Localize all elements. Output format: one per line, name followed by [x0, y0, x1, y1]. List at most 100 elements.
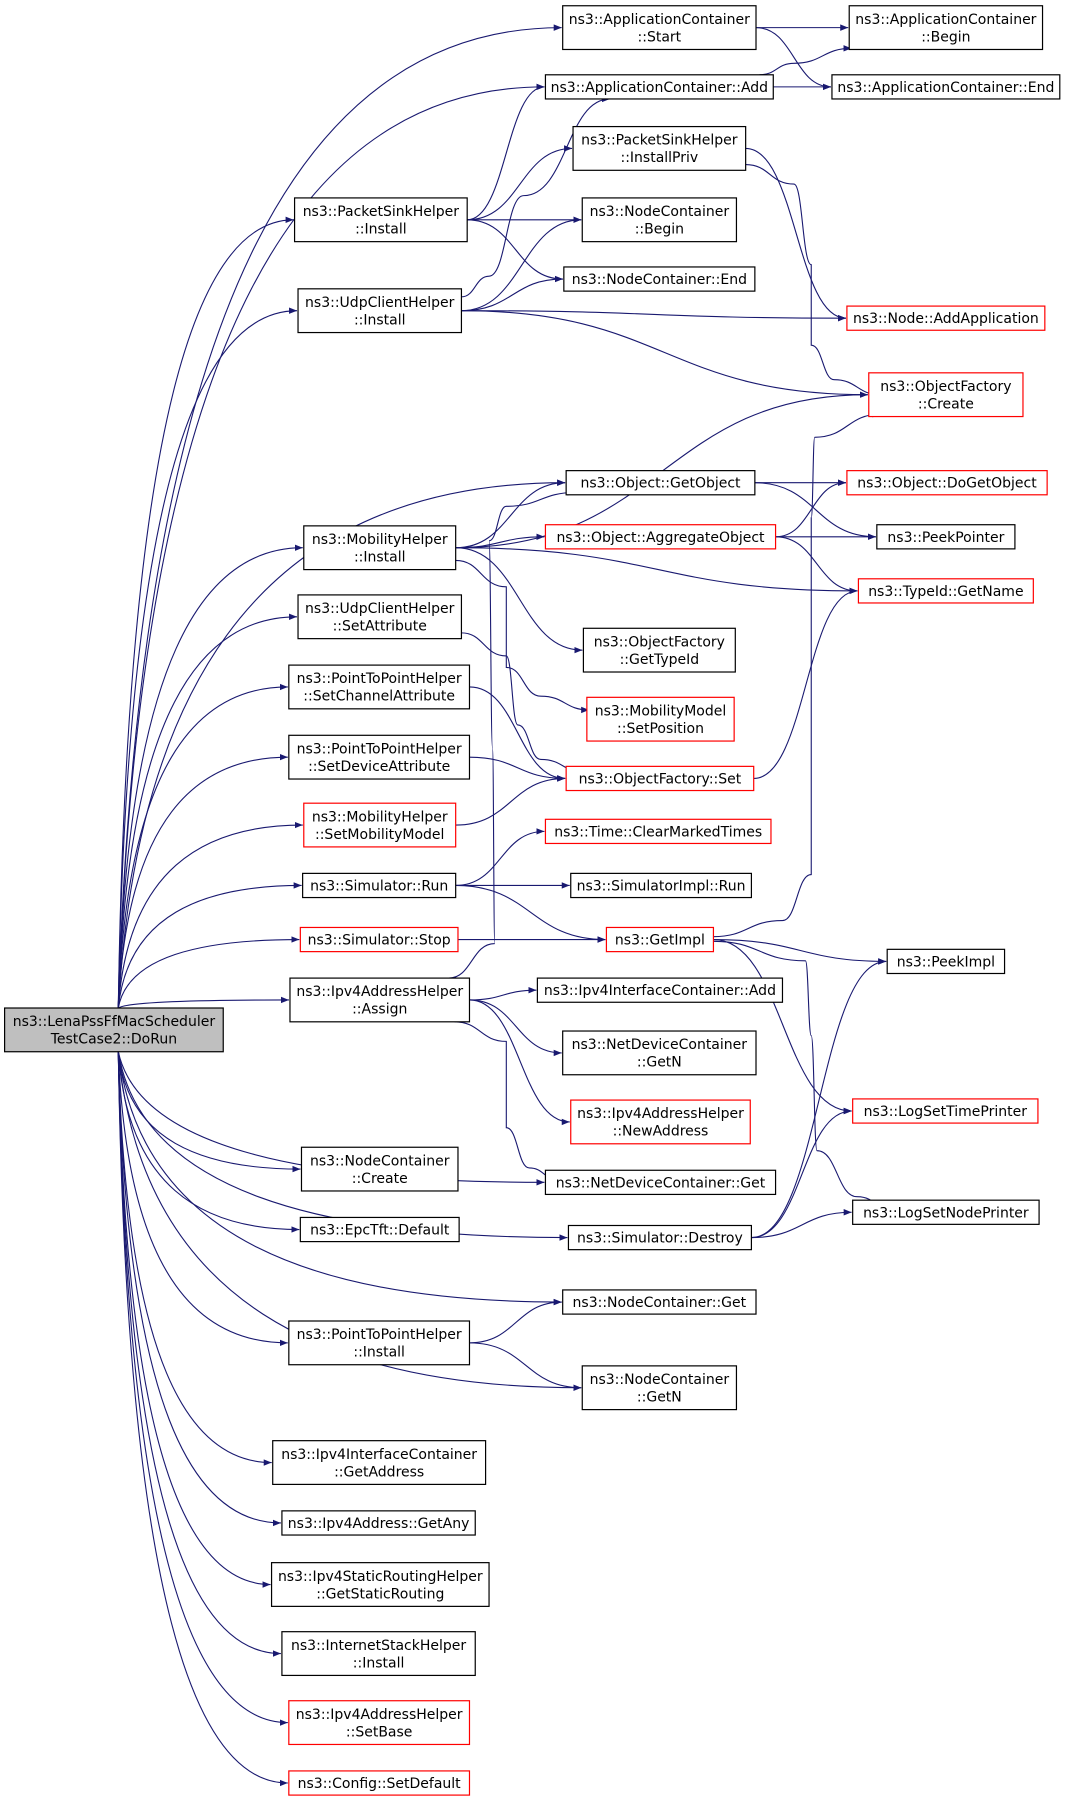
node-label-line: ns3::MobilityModel: [595, 703, 727, 719]
call-edge-mh_setmodel-to-of_set: [455, 775, 566, 826]
node-logsetnode[interactable]: ns3::LogSetNodePrinter: [852, 1199, 1040, 1225]
node-peekimpl[interactable]: ns3::PeekImpl: [886, 948, 1006, 975]
node-label-line: ns3::ObjectFactory: [880, 379, 1011, 395]
node-of-gettypeid[interactable]: ns3::ObjectFactory::GetTypeId: [582, 627, 736, 673]
node-box: [302, 872, 457, 899]
node-label-line: ns3::NodeContainer: [590, 1372, 730, 1388]
node-box: [581, 1365, 738, 1411]
node-nc-getn[interactable]: ns3::NodeContainer::GetN: [581, 1365, 738, 1411]
node-uch-install[interactable]: ns3::UdpClientHelper::Install: [297, 288, 463, 334]
node-node-addapp[interactable]: ns3::Node::AddApplication: [846, 305, 1046, 331]
call-edge-getimpl-to-of_create: [713, 411, 881, 938]
call-edge-uch_install-to-nc_end: [461, 275, 563, 312]
node-psh-installpriv[interactable]: ns3::PacketSinkHelper::InstallPriv: [572, 125, 747, 171]
node-getimpl[interactable]: ns3::GetImpl: [605, 926, 715, 953]
node-ipv4ah-assign[interactable]: ns3::Ipv4AddressHelper::Assign: [289, 977, 471, 1023]
node-epctft-default[interactable]: ns3::EpcTft::Default: [299, 1216, 460, 1243]
node-p2p-setdevice[interactable]: ns3::PointToPointHelper::SetDeviceAttrib…: [288, 734, 471, 780]
node-obj-dogetobject[interactable]: ns3::Object::DoGetObject: [846, 470, 1048, 496]
node-nc-create[interactable]: ns3::NodeContainer::Create: [300, 1146, 459, 1192]
node-of-set[interactable]: ns3::ObjectFactory::Set: [565, 765, 755, 792]
node-label-line: ::Create: [352, 1171, 408, 1187]
node-label-line: ns3::MobilityHelper: [312, 809, 448, 825]
call-edge-mh_install-to-of_gettypeid: [455, 547, 583, 654]
node-p2p-setchannel[interactable]: ns3::PointToPointHelper::SetChannelAttri…: [288, 664, 471, 710]
node-sim-destroy[interactable]: ns3::Simulator::Destroy: [567, 1224, 753, 1251]
call-edge-psh_installpriv-to-of_create: [745, 164, 881, 398]
node-label-line: ::GetTypeId: [620, 652, 700, 668]
node-label-line: ::Begin: [921, 29, 970, 45]
call-edge-root-to-p2p_setdevice: [117, 753, 288, 1009]
node-root[interactable]: ns3::LenaPssFfMacSchedulerTestCase2::DoR…: [4, 1007, 224, 1053]
node-label-line: ns3::Ipv4Address::GetAny: [288, 1516, 470, 1532]
node-obj-getobject[interactable]: ns3::Object::GetObject: [565, 470, 756, 496]
call-edge-root-to-ipv4ah_setbase: [117, 1051, 288, 1726]
node-sim-stop[interactable]: ns3::Simulator::Stop: [299, 926, 459, 953]
node-psh-install[interactable]: ns3::PacketSinkHelper::Install: [293, 197, 468, 243]
call-edge-root-to-nc_getn: [117, 1051, 582, 1391]
node-label-line: ::Install: [353, 1345, 405, 1361]
node-ndc-getn[interactable]: ns3::NetDeviceContainer::GetN: [562, 1030, 757, 1076]
node-ish-install[interactable]: ns3::InternetStackHelper::Install: [281, 1631, 476, 1677]
node-nc-get[interactable]: ns3::NodeContainer::Get: [562, 1289, 757, 1315]
node-ipv4addr-getany[interactable]: ns3::Ipv4Address::GetAny: [281, 1510, 476, 1536]
call-edge-uch_install-to-node_addapp: [461, 310, 846, 322]
node-ipv4ah-setbase[interactable]: ns3::Ipv4AddressHelper::SetBase: [288, 1700, 471, 1746]
call-edge-psh_install-to-psh_installpriv: [467, 145, 573, 221]
node-ndc-get[interactable]: ns3::NetDeviceContainer::Get: [544, 1169, 777, 1196]
node-label-line: ns3::Config::SetDefault: [298, 1776, 462, 1792]
node-label-line: ::Begin: [635, 222, 684, 238]
call-edge-root-to-ipv4ah_assign: [117, 996, 289, 1009]
node-box: [544, 1169, 777, 1196]
node-mh-install[interactable]: ns3::MobilityHelper::Install: [303, 525, 457, 571]
node-mh-setmodel[interactable]: ns3::MobilityHelper::SetMobilityModel: [303, 802, 457, 848]
node-ac-start[interactable]: ns3::ApplicationContainer::Start: [562, 5, 757, 51]
call-edge-uch_install-to-nc_begin: [461, 216, 582, 312]
node-typeid-getname[interactable]: ns3::TypeId::GetName: [857, 578, 1034, 604]
node-peekpointer[interactable]: ns3::PeekPointer: [876, 524, 1016, 550]
call-edge-obj_getobject-to-peekpointer: [754, 482, 876, 540]
node-logsettime[interactable]: ns3::LogSetTimePrinter: [852, 1098, 1039, 1124]
node-of-create[interactable]: ns3::ObjectFactory::Create: [868, 372, 1024, 418]
node-sim-run[interactable]: ns3::Simulator::Run: [302, 872, 457, 899]
node-label-line: ns3::PeekImpl: [897, 954, 995, 970]
node-nc-begin[interactable]: ns3::NodeContainer::Begin: [581, 197, 738, 243]
node-label-line: ns3::UdpClientHelper: [305, 601, 455, 617]
node-uch-setattr[interactable]: ns3::UdpClientHelper::SetAttribute: [297, 594, 463, 640]
node-box: [852, 1098, 1039, 1124]
node-label-line: ns3::ApplicationContainer: [855, 12, 1036, 28]
call-edge-uch_install-to-of_create: [461, 310, 868, 398]
node-ipv4ic-add[interactable]: ns3::Ipv4InterfaceContainer::Add: [536, 977, 784, 1003]
call-edge-root-to-epctft_default: [117, 1051, 300, 1233]
node-label-line: ns3::NodeContainer: [310, 1153, 450, 1169]
node-nc-end[interactable]: ns3::NodeContainer::End: [563, 266, 756, 292]
node-ipv4ah-newaddr[interactable]: ns3::Ipv4AddressHelper::NewAddress: [570, 1099, 751, 1145]
node-label-line: ns3::ApplicationContainer::Add: [551, 80, 768, 96]
call-edge-root-to-p2p_install: [117, 1051, 288, 1347]
node-time-clear[interactable]: ns3::Time::ClearMarkedTimes: [544, 818, 772, 845]
call-edge-ipv4ah_assign-to-ndc_get: [454, 1021, 559, 1183]
node-label-line: ns3::TypeId::GetName: [868, 584, 1023, 600]
node-ipv4ic-getaddr[interactable]: ns3::Ipv4InterfaceContainer::GetAddress: [272, 1440, 487, 1486]
node-box: [868, 372, 1024, 418]
node-ipv4srh-get[interactable]: ns3::Ipv4StaticRoutingHelper::GetStaticR…: [270, 1562, 490, 1607]
node-box: [831, 74, 1061, 100]
node-label-line: ::SetMobilityModel: [315, 827, 444, 843]
node-obj-aggregate[interactable]: ns3::Object::AggregateObject: [544, 524, 777, 550]
node-label-line: ::Install: [353, 1655, 405, 1671]
node-ac-begin[interactable]: ns3::ApplicationContainer::Begin: [848, 5, 1044, 51]
node-ac-add[interactable]: ns3::ApplicationContainer::Add: [544, 74, 774, 100]
node-box: [303, 525, 457, 571]
node-config-setdefault[interactable]: ns3::Config::SetDefault: [288, 1770, 471, 1796]
call-edge-root-to-sim_run: [117, 882, 302, 1009]
node-mm-setpos[interactable]: ns3::MobilityModel::SetPosition: [586, 696, 735, 742]
call-edge-mh_install-to-typeid_getname: [455, 547, 858, 595]
call-edge-root-to-uch_setattr: [117, 613, 298, 1009]
call-edge-root-to-mh_setmodel: [117, 821, 303, 1009]
node-box: [544, 524, 777, 550]
node-ac-end[interactable]: ns3::ApplicationContainer::End: [831, 74, 1061, 100]
node-label-line: ns3::Ipv4StaticRoutingHelper: [278, 1569, 483, 1585]
node-simimpl-run[interactable]: ns3::SimulatorImpl::Run: [570, 872, 753, 899]
node-box: [272, 1440, 487, 1486]
node-p2p-install[interactable]: ns3::PointToPointHelper::Install: [288, 1320, 471, 1366]
